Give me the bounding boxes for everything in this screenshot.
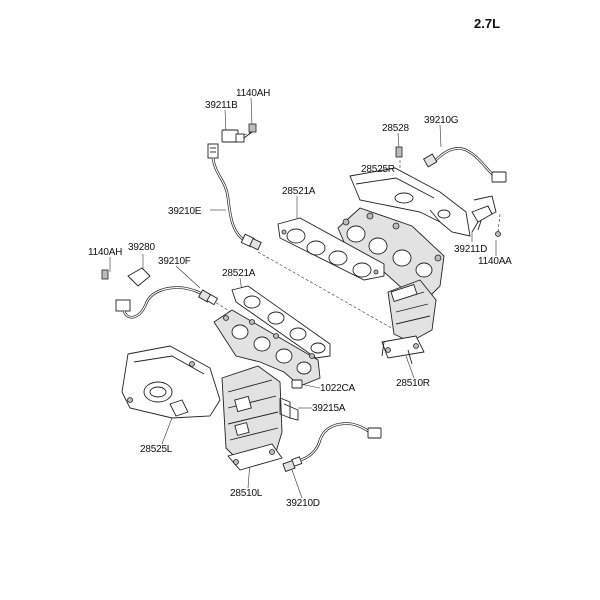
part-label-39210D: 39210D [286,498,320,509]
part-label-28510R: 28510R [396,378,430,389]
oxygen-sensor-39210G [395,146,507,183]
part-label-39211B: 39211B [205,100,238,111]
exhaust-manifold-28510R [337,207,445,365]
part-label-1140AH-left: 1140AH [88,247,123,258]
part-label-1022CA: 1022CA [320,383,355,394]
oxygen-sensor-39210F [101,267,219,319]
bracket-39211D [471,205,493,233]
oxygen-sensor-39210E [207,123,262,251]
part-label-39210F: 39210F [158,256,191,267]
part-label-39280: 39280 [128,242,155,253]
oxygen-sensor-39210D [282,422,382,473]
leader-lines [109,97,497,499]
heat-protector-28525R [349,167,501,237]
part-label-39210E: 39210E [168,206,202,217]
part-label-28521A-top: 28521A [282,186,316,197]
part-label-28525R: 28525R [361,164,395,175]
part-label-28525L: 28525L [140,444,173,455]
part-label-28510L: 28510L [230,488,263,499]
nut-1022CA [291,379,303,389]
gasket-28521A-top [277,217,385,281]
bracket-39215A [279,397,299,421]
gasket-28521A-mid [231,285,331,359]
heat-protector-28525L [121,345,221,419]
part-label-39215A: 39215A [312,403,346,414]
part-label-1140AH-top: 1140AH [236,88,271,99]
part-label-39211D: 39211D [454,244,488,255]
part-label-28521A-mid: 28521A [222,268,256,279]
engine-label: 2.7L [474,16,501,31]
part-label-1140AA: 1140AA [478,256,512,267]
part-label-28528: 28528 [382,123,409,134]
part-label-39210G: 39210G [424,115,459,126]
